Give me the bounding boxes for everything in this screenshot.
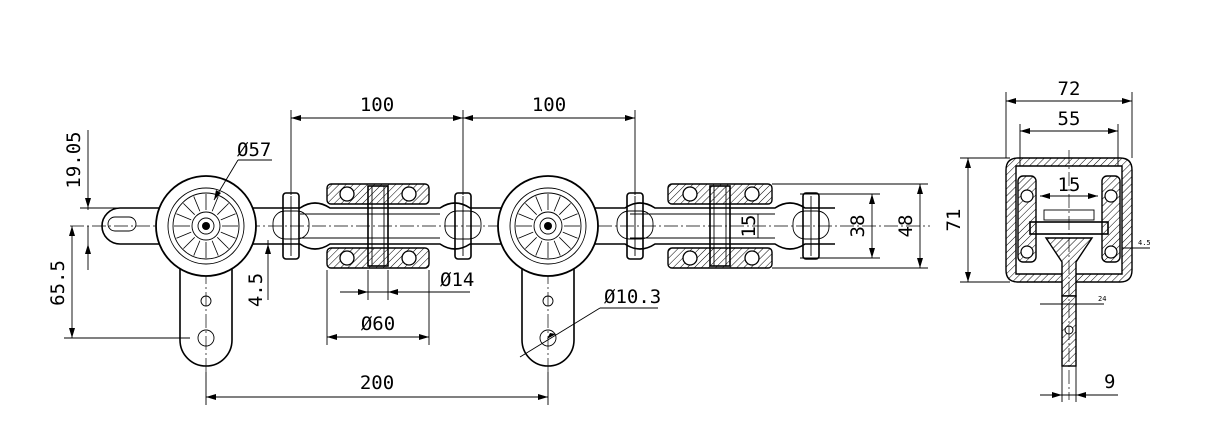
wheel-spoke <box>535 196 543 212</box>
dim-wheel-dia: Ø57 <box>213 139 272 201</box>
hole-dia-label: Ø10.3 <box>604 286 661 308</box>
dim-pitch-right: 100 <box>463 94 636 195</box>
dim-offset-small: 4.5 <box>245 240 271 307</box>
wheel-spoke <box>553 240 561 256</box>
dim-total-length: 200 <box>205 372 549 405</box>
wheel-spoke <box>217 237 229 249</box>
wheel-spoke <box>193 196 201 212</box>
wheel-spoke <box>211 240 219 256</box>
dim-height-top: 19.05 <box>63 130 120 210</box>
end-link-left <box>101 207 166 245</box>
side-15-label: 15 <box>1058 174 1081 196</box>
dim-side-24: 24 <box>1040 295 1106 305</box>
dim-height-bottom: 65.5 <box>47 226 190 339</box>
wheel-spoke <box>211 196 219 212</box>
front-view: 100 100 19.05 65.5 <box>47 94 930 405</box>
dim-side-45: 4.5 <box>1122 239 1151 249</box>
wheel-spoke <box>183 237 195 249</box>
dim-width-outer: 72 <box>1005 78 1133 158</box>
dim-roller-dia: Ø60 <box>326 270 430 345</box>
wheel-spoke <box>220 231 236 239</box>
wheel-dia-label: Ø57 <box>237 139 271 161</box>
dim-inner-15: 15 <box>738 214 760 238</box>
wheel-spoke <box>220 213 236 221</box>
inner-38-label: 38 <box>847 215 869 238</box>
wheel-spoke <box>562 213 578 221</box>
offset-small-label: 4.5 <box>245 273 267 307</box>
channel-housing <box>1005 157 1133 283</box>
wheel-spoke <box>553 196 561 212</box>
height-label: 71 <box>943 209 965 232</box>
pin-dia-label: Ø14 <box>440 269 474 291</box>
wheel-spoke <box>193 240 201 256</box>
bearing-block-left <box>326 183 430 269</box>
pitch-left-label: 100 <box>360 94 394 116</box>
wheel-spoke <box>559 237 571 249</box>
chain-pins <box>272 192 830 260</box>
plate-thickness-label: 9 <box>1104 371 1115 393</box>
width-outer-label: 72 <box>1058 78 1081 100</box>
wheel-spoke <box>525 237 537 249</box>
wheel-spoke <box>535 240 543 256</box>
dim-width-inner: 55 <box>1019 108 1119 166</box>
wheel-right <box>497 175 599 277</box>
dim-outer-48: 48 <box>772 183 928 269</box>
hanger-arm-right <box>521 266 575 372</box>
pitch-right-label: 100 <box>532 94 566 116</box>
side-24-label: 24 <box>1098 295 1106 303</box>
height-top-label: 19.05 <box>63 131 85 188</box>
wheel-spoke <box>562 231 578 239</box>
side-view: 72 55 71 15 4.5 <box>943 78 1151 402</box>
bearing-block-right <box>667 183 773 269</box>
hanger-arm-left <box>179 266 233 372</box>
wheel-spoke <box>525 203 537 215</box>
wheel-spoke <box>176 213 192 221</box>
roller-dia-label: Ø60 <box>361 313 395 335</box>
wheel-spoke <box>176 231 192 239</box>
dim-pitch-left: 100 <box>290 94 464 195</box>
wheel-spoke <box>183 203 195 215</box>
side-45-label: 4.5 <box>1138 239 1151 247</box>
height-bottom-label: 65.5 <box>47 260 69 306</box>
dim-height: 71 <box>943 157 1010 283</box>
wheel-spoke <box>559 203 571 215</box>
wheel-spoke <box>518 231 534 239</box>
wheel-spoke <box>518 213 534 221</box>
dim-plate-thickness: 9 <box>1040 366 1118 402</box>
dim-hole-dia: Ø10.3 <box>519 286 661 358</box>
dim-inner-38: 38 <box>800 193 880 259</box>
dim-pin-dia: Ø14 <box>340 269 474 300</box>
wheel-spoke <box>217 203 229 215</box>
wheel-left <box>155 175 257 277</box>
total-length-label: 200 <box>360 372 394 394</box>
dim-side-15: 15 <box>1040 174 1098 199</box>
outer-48-label: 48 <box>895 215 917 238</box>
width-inner-label: 55 <box>1058 108 1081 130</box>
pin-4 <box>792 192 830 260</box>
inner-15-label: 15 <box>738 215 760 238</box>
